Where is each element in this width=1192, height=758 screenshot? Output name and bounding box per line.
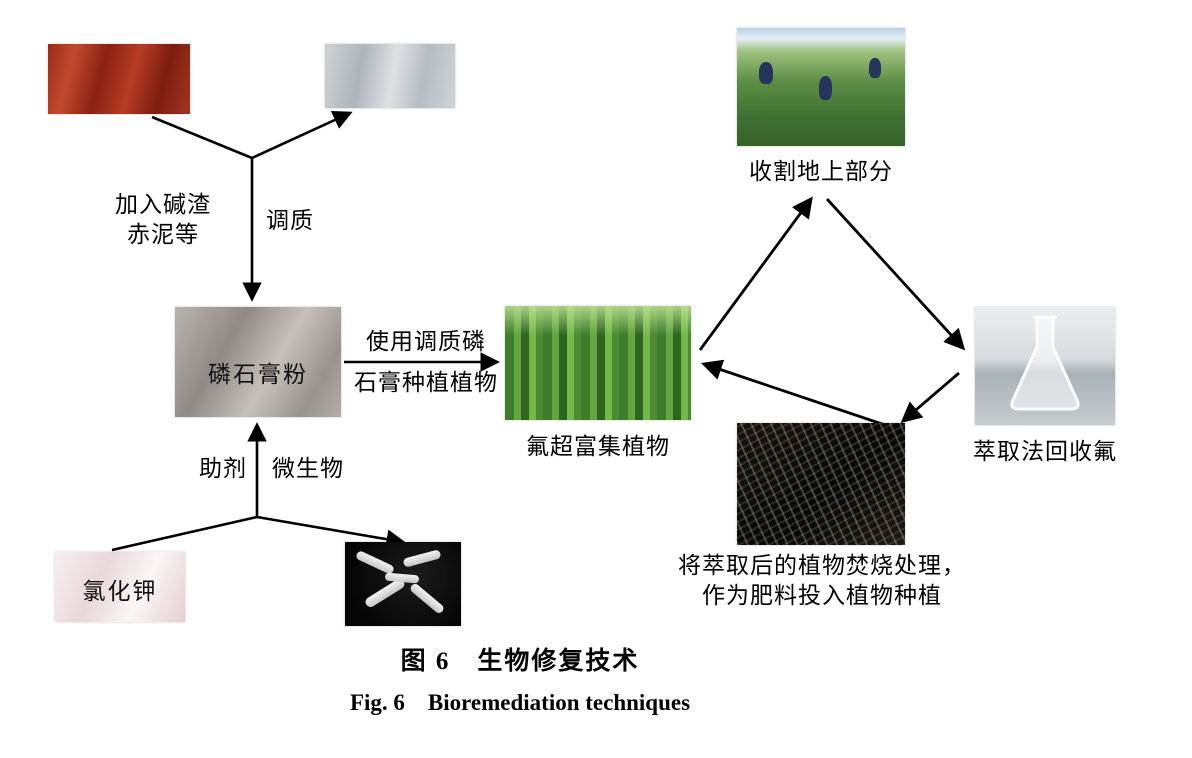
auxiliary-label: 助剂 xyxy=(199,456,247,481)
potassium-chloride-image: 氯化钾 xyxy=(55,552,185,622)
erlenmeyer-flask-shape xyxy=(1010,315,1080,411)
bacteria-rod xyxy=(402,549,442,568)
burned-plants-image xyxy=(737,423,905,545)
arrow-ash-to-plants xyxy=(701,359,889,428)
planting-label-line1: 使用调质磷 xyxy=(366,329,486,354)
red-mud-image xyxy=(48,44,190,114)
person-figure xyxy=(869,58,881,78)
additive-label: 加入碱渣 赤泥等 xyxy=(96,190,230,250)
bacteria-rod xyxy=(408,582,446,615)
flask-image xyxy=(975,307,1115,425)
phosphogypsum-label: 磷石膏粉 xyxy=(208,362,308,387)
figure-caption-zh: 图 6 生物修复技术 xyxy=(400,648,640,675)
arrow-junction-to-alkali xyxy=(251,111,353,160)
burn-label-line1: 将萃取后的植物焚烧处理， xyxy=(678,553,966,578)
phosphogypsum-image: 磷石膏粉 xyxy=(175,307,341,417)
plant-label: 氟超富集植物 xyxy=(526,434,670,459)
extraction-label: 萃取法回收氟 xyxy=(973,439,1117,464)
bacteria-rod xyxy=(384,572,420,584)
additive-label-line2: 赤泥等 xyxy=(127,222,199,247)
harvest-photo xyxy=(737,28,905,146)
burn-label: 将萃取后的植物焚烧处理， 作为肥料投入植物种植 xyxy=(672,551,972,611)
figure-caption-en: Fig. 6 Bioremediation techniques xyxy=(349,690,691,715)
additive-label-line1: 加入碱渣 xyxy=(115,192,211,217)
arrow-harvest-to-flask xyxy=(825,198,966,351)
arrow-plants-to-harvest xyxy=(698,196,813,351)
flask-outline xyxy=(1010,317,1080,411)
microbe-label: 微生物 xyxy=(272,456,344,481)
person-figure xyxy=(819,76,832,100)
arrow-flask-to-ash xyxy=(900,371,960,424)
conditioning-label: 调质 xyxy=(266,208,314,233)
arrow-redmud-to-junction xyxy=(151,115,253,160)
burn-label-line2: 作为肥料投入植物种植 xyxy=(702,583,942,608)
hyperaccumulator-plants-image xyxy=(505,306,691,420)
microbes-image xyxy=(345,542,461,626)
kcl-label: 氯化钾 xyxy=(82,579,158,604)
harvest-label: 收割地上部分 xyxy=(749,159,893,184)
alkali-residue-image xyxy=(325,44,455,108)
arrow-junction-to-microbes xyxy=(256,515,406,549)
arrow-kcl-to-junction xyxy=(111,515,258,552)
planting-label-line2: 石膏种植植物 xyxy=(354,370,498,395)
bacteria-rod xyxy=(354,549,396,576)
person-figure xyxy=(759,62,773,84)
